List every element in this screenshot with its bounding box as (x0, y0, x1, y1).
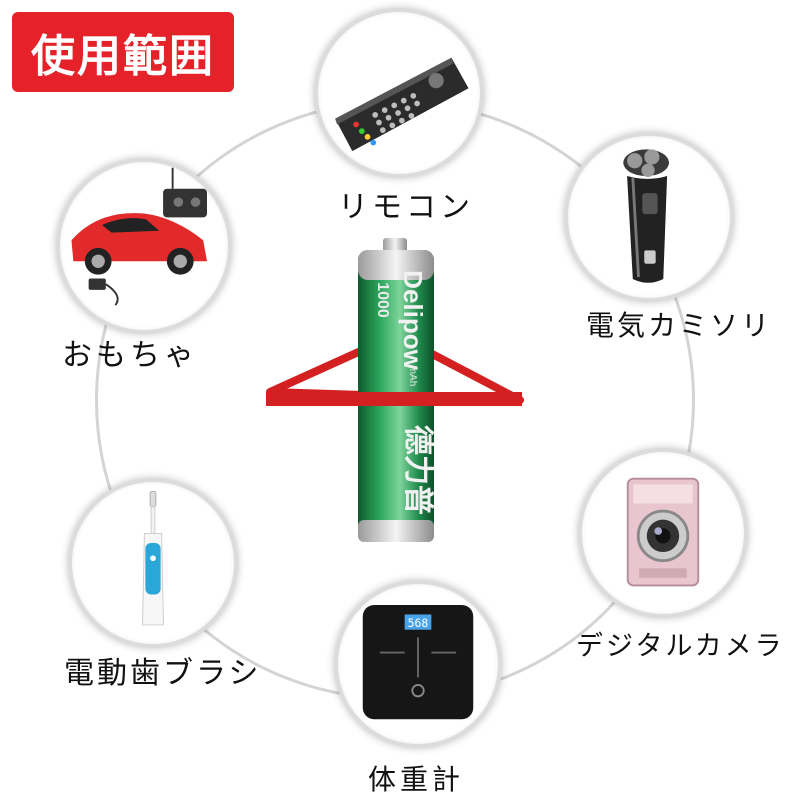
toy-car-icon (71, 167, 207, 306)
device-label-camera: デジタルカメラ (576, 631, 785, 662)
device-label-toy: おもちゃ (62, 338, 198, 373)
digital-camera-icon (626, 477, 700, 587)
bathroom-scale-icon: 568 (362, 604, 474, 720)
device-label-toothbrush: 電動歯ブラシ (64, 656, 262, 691)
red-frame-bar (266, 392, 522, 406)
device-label-shaver: 電気カミソリ (586, 309, 773, 342)
scale-bubble: 568 (334, 580, 502, 748)
shaver-bubble (564, 132, 734, 302)
remote-control-icon (335, 57, 469, 152)
page-title: 使用範囲 (12, 12, 234, 92)
device-label-remote: リモコン (338, 190, 474, 225)
battery-capacity-text: 1000 (374, 282, 391, 318)
device-label-scale: 体重計 (368, 763, 465, 796)
remote-bubble (314, 8, 484, 178)
battery-unit-text: mAh (407, 366, 418, 387)
battery-brand-text: Delipow (398, 270, 428, 370)
toy-bubble (56, 158, 232, 334)
electric-shaver-icon (623, 149, 670, 283)
toothbrush-bubble (68, 478, 238, 648)
scale-display-text: 568 (408, 616, 429, 630)
battery-kanji-text: 德力普 (400, 425, 435, 515)
camera-bubble (578, 448, 748, 618)
electric-toothbrush-icon (142, 491, 164, 626)
